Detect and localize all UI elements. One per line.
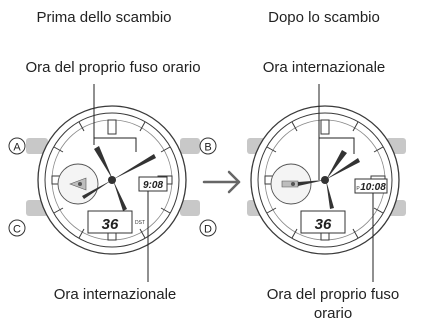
- svg-text:D: D: [204, 224, 212, 236]
- left-top-label: Ora del proprio fuso orario: [25, 59, 200, 76]
- right-hour-hand: [326, 150, 347, 180]
- right-digital-window: [354, 178, 388, 194]
- left-button-c: C: [8, 219, 26, 237]
- left-button-d-shape: [180, 200, 200, 216]
- left-top-callout: [93, 84, 137, 152]
- right-bottom-label-line2: orario: [314, 305, 352, 322]
- svg-text:A: A: [13, 142, 21, 154]
- svg-text:C: C: [13, 224, 21, 236]
- right-watch: P 10:08 36: [247, 84, 406, 282]
- left-dst-mark: DST: [135, 220, 145, 226]
- right-minute-hand: [325, 158, 360, 180]
- left-watch: 9:08 36 DST A B C D: [8, 84, 217, 282]
- right-lower-lcd: [300, 210, 346, 234]
- left-heading: Prima dello scambio: [36, 9, 171, 26]
- left-world-hand: [113, 180, 127, 211]
- right-heading: Dopo lo scambio: [268, 9, 380, 26]
- left-minute-hand: [112, 154, 156, 180]
- left-lower-lcd: [87, 210, 133, 234]
- left-date-display: 36: [102, 216, 119, 233]
- left-hour-hand: [94, 146, 113, 180]
- left-bottom-label: Ora internazionale: [54, 286, 177, 303]
- right-bottom-label-line1: Ora del proprio fuso: [267, 286, 400, 303]
- right-date-display: 36: [315, 216, 332, 233]
- right-hand-pivot: [321, 176, 329, 184]
- left-button-b-shape: [180, 138, 200, 154]
- right-digital-time: 10:08: [360, 182, 386, 193]
- left-digital-time: 9:08: [143, 180, 163, 191]
- left-button-a-shape: [26, 138, 48, 154]
- left-hand-pivot: [108, 176, 116, 184]
- right-top-label: Ora internazionale: [263, 59, 386, 76]
- right-world-hand: [326, 180, 334, 209]
- right-second-hand: [298, 180, 325, 186]
- svg-text:B: B: [204, 142, 211, 154]
- left-digital-window: [138, 176, 168, 192]
- left-second-hand: [82, 180, 112, 199]
- right-pm-mark: P: [356, 186, 360, 192]
- right-subdial-hand: [281, 180, 299, 188]
- left-button-b: B: [199, 137, 217, 155]
- right-top-callout: [318, 84, 355, 180]
- left-button-a: A: [8, 137, 26, 155]
- left-button-d: D: [199, 219, 217, 237]
- right-arrow-icon: [202, 170, 241, 194]
